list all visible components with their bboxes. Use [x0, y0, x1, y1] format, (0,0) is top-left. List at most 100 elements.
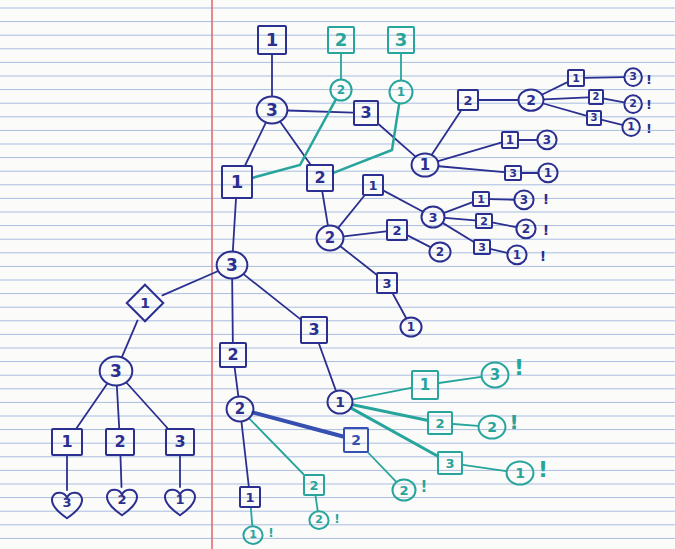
move-square: 1 — [362, 174, 384, 196]
move-square: 1 — [472, 191, 490, 207]
tree-branch — [439, 377, 481, 383]
ruled-line — [0, 130, 675, 131]
tree-branch — [453, 424, 478, 426]
state-circle: 1 — [327, 390, 353, 414]
node-number: 2 — [337, 84, 345, 96]
move-square: 2 — [386, 219, 408, 241]
node-number: 3 — [591, 113, 598, 123]
state-circle: 3 — [99, 356, 133, 386]
state-circle: 2 — [309, 511, 329, 529]
node-number: 3 — [520, 194, 528, 206]
node-number: 3 — [110, 363, 122, 380]
node-number: 2 — [314, 170, 325, 186]
move-square: 3 — [387, 26, 415, 54]
node-number: 1 — [420, 158, 430, 173]
state-circle: 3 — [537, 130, 557, 150]
ruled-line — [0, 456, 675, 457]
move-square: 1 — [501, 131, 519, 149]
ruled-line — [0, 144, 675, 145]
state-circle: 2 — [516, 219, 536, 239]
node-number: 1 — [397, 86, 405, 98]
move-square: 1 — [257, 25, 287, 55]
tree-branch — [604, 99, 624, 103]
ruled-line — [0, 280, 675, 281]
tree-branch — [338, 196, 364, 228]
tree-branch — [251, 508, 252, 526]
tree-branch — [585, 76, 624, 78]
tree-branch — [120, 456, 121, 487]
state-circle: 2 — [392, 479, 416, 501]
move-square: 2 — [105, 428, 135, 456]
tree-branch — [443, 223, 473, 241]
ruled-line — [0, 361, 675, 362]
tree-branch — [544, 97, 588, 99]
node-number: 2 — [309, 479, 318, 492]
state-circle: 1 — [538, 163, 558, 183]
node-number: 1 — [515, 466, 525, 480]
tree-branch — [368, 453, 396, 482]
exclamation-mark: ! — [334, 513, 339, 525]
node-number: 3 — [509, 168, 517, 179]
node-number: 2 — [480, 216, 488, 227]
move-square: 3 — [473, 239, 491, 255]
move-square: 1 — [51, 428, 83, 456]
ruled-line — [0, 252, 675, 253]
tree-branch — [316, 496, 318, 511]
ruled-line — [0, 198, 675, 199]
node-number: 3 — [445, 457, 454, 470]
node-number: 1 — [506, 134, 514, 146]
ruled-line — [0, 348, 675, 349]
tree-branch — [408, 236, 430, 247]
move-square: 2 — [327, 26, 355, 54]
state-circle: 1 — [243, 526, 263, 544]
move-square: 3 — [437, 451, 463, 475]
node-number: 2 — [392, 224, 401, 237]
move-square: 1 — [411, 370, 439, 400]
state-circle: 1 — [411, 153, 439, 177]
state-circle: 1 — [506, 461, 534, 485]
node-number: 2 — [629, 98, 637, 109]
move-square: 1 — [567, 69, 585, 87]
end-heart: 1 — [163, 487, 197, 517]
tree-branch — [77, 384, 107, 428]
node-number: 3 — [382, 277, 391, 290]
ruled-line — [0, 334, 675, 335]
node-number: 3 — [490, 368, 500, 383]
move-square: 3 — [504, 165, 522, 181]
move-square: 3 — [353, 100, 379, 126]
ruled-line — [0, 307, 675, 308]
tree-branch — [241, 422, 248, 486]
ruled-line — [0, 320, 675, 321]
state-circle: 1 — [389, 80, 413, 104]
ruled-line — [0, 293, 675, 294]
tree-branch — [432, 111, 461, 155]
move-square: 2 — [588, 89, 604, 105]
node-number: 1 — [627, 121, 635, 132]
exclamation-mark: ! — [421, 480, 428, 495]
tree-branch — [493, 223, 516, 227]
tree-branch — [444, 202, 472, 212]
state-circle: 1 — [622, 118, 640, 136]
node-number: 3 — [428, 211, 437, 224]
node-number: 1 — [368, 179, 377, 192]
exclamation-mark: ! — [509, 412, 518, 432]
state-circle: 3 — [514, 190, 534, 210]
node-number: 2 — [117, 493, 126, 506]
tree-branch — [602, 120, 622, 125]
ruled-line — [0, 8, 675, 9]
end-heart: 2 — [105, 487, 139, 517]
node-number: 3 — [62, 496, 71, 509]
tree-branch — [288, 111, 353, 113]
node-number: 2 — [325, 231, 335, 246]
node-number: 3 — [395, 31, 408, 49]
exclamation-mark: ! — [646, 122, 652, 135]
exclamation-mark: ! — [268, 527, 273, 539]
tree-branch — [344, 231, 386, 236]
tree-branch — [445, 218, 475, 220]
node-number: 1 — [420, 378, 430, 393]
node-number: 2 — [351, 433, 361, 447]
node-number: 2 — [227, 347, 238, 363]
tree-branch — [271, 55, 273, 96]
